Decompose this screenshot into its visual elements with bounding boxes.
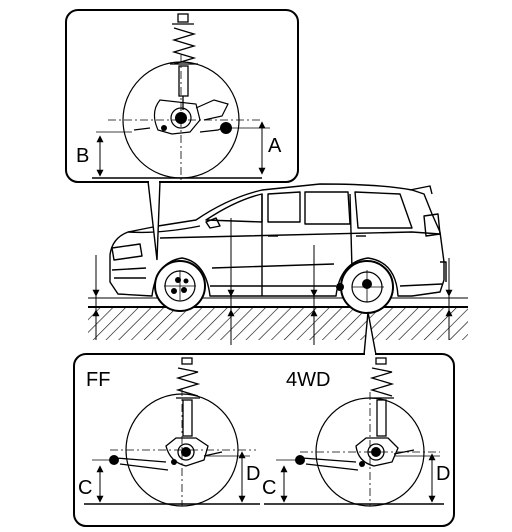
label-d-4wd: D (436, 463, 450, 485)
label-d-ff: D (246, 463, 260, 485)
label-c-4wd: C (262, 477, 276, 499)
label-ff: FF (86, 369, 110, 391)
ground (88, 297, 468, 340)
label-c-ff: C (78, 477, 92, 499)
fourwd-suspension: C D (262, 357, 450, 507)
label-a: A (268, 135, 282, 157)
front-wheel (154, 260, 206, 312)
rear-inset: FF 4WD (73, 311, 455, 527)
front-inset: B A (65, 9, 299, 261)
label-b: B (76, 145, 89, 167)
label-4wd: 4WD (286, 369, 330, 391)
ff-suspension: C D (78, 357, 260, 507)
rear-wheel (336, 260, 394, 314)
vehicle (109, 183, 447, 297)
